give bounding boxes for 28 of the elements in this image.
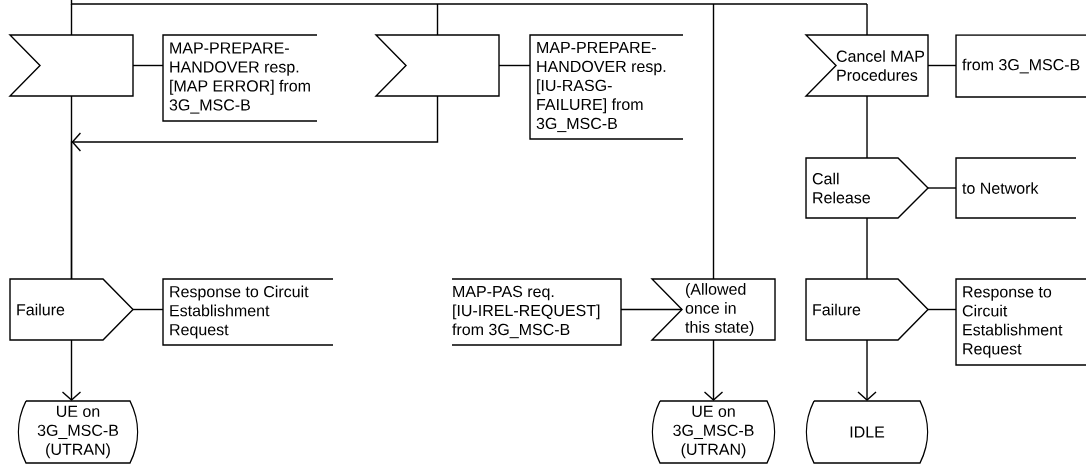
connector-line (70, 0, 868, 5)
state-symbol: UE on 3G_MSC-B (UTRAN) (651, 400, 776, 464)
comment-box: MAP-PREPARE-HANDOVER resp. [IU-RASG-FAILURE] from 3G_MSC-B (529, 34, 684, 140)
arrow (857, 339, 877, 401)
connector-line (866, 95, 868, 159)
connector-line (712, 3, 715, 280)
arrow (703, 339, 724, 401)
state-symbol: UE on 3G_MSC-B (UTRAN) (17, 400, 139, 464)
connector-line (498, 64, 531, 67)
connector-line (927, 64, 957, 67)
connector-line (132, 64, 164, 67)
input-symbol (8, 34, 134, 97)
comment-box: Response to Circuit Establishment Request (162, 278, 334, 346)
connector-line (927, 187, 957, 189)
comment-box: MAP-PAS req. [IU-IREL-REQUEST] from 3G_MSC-B (451, 278, 622, 346)
connector-line (436, 3, 439, 36)
connector-line (927, 308, 957, 311)
connector-line (866, 217, 868, 280)
connector-line (866, 3, 868, 36)
comment-box: to Network (955, 157, 1077, 219)
comment-box: Response to Circuit Establishment Request (955, 278, 1086, 366)
connector-line (132, 308, 164, 311)
connector-line (70, 3, 73, 36)
arrow (61, 339, 82, 401)
state-symbol: IDLE (805, 400, 929, 464)
comment-box: from 3G_MSC-B (955, 34, 1086, 98)
input-symbol (374, 34, 500, 97)
comment-box: MAP-PREPARE-HANDOVER resp. [MAP ERROR] from 3G_MSC-B (162, 34, 318, 122)
